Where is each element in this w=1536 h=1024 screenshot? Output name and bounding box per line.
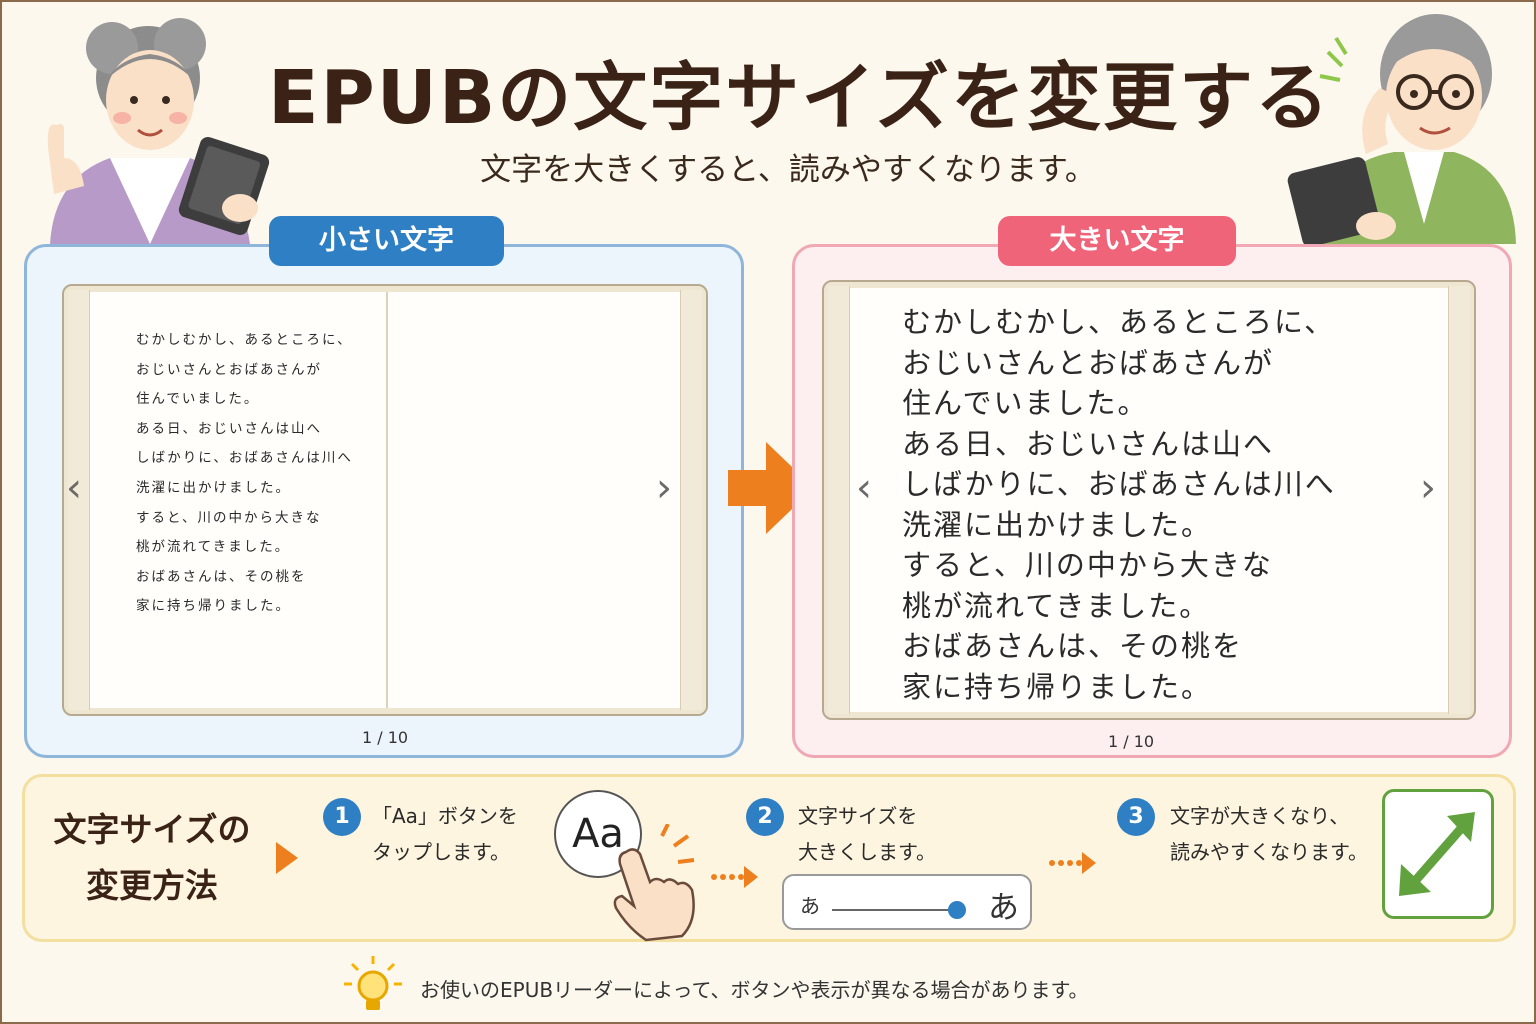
book-edge-left <box>828 286 850 714</box>
steps-title: 文字サイズの 変更方法 <box>52 802 252 914</box>
step-text-line: 「Aa」ボタンを <box>372 804 518 828</box>
grandfather-illustration <box>1284 4 1524 244</box>
small-text-label: 小さい文字 <box>269 216 504 266</box>
step-text-line: 文字が大きくなり、 <box>1170 804 1350 828</box>
large-text-book: むかしむかし、あるところに、 おじいさんとおばあさんが 住んでいました。 ある日… <box>822 280 1476 720</box>
step-text-line: 大きくします。 <box>798 840 936 864</box>
book-edge-right <box>680 290 702 710</box>
text-line: しばかりに、おばあさんは川へ <box>902 467 1336 501</box>
step-arrow-icon <box>276 842 298 878</box>
step-3-text: 文字が大きくなり、 読みやすくなります。 <box>1170 798 1368 870</box>
text-line: ある日、おじいさんは山へ <box>902 426 1275 461</box>
text-line: むかしむかし、あるところに、 <box>902 305 1336 339</box>
prev-page-button[interactable]: ‹ <box>856 465 872 511</box>
lightbulb-icon <box>344 956 402 1020</box>
text-line: 家に持ち帰りました。 <box>902 669 1213 704</box>
small-text-book: むかしむかし、あるところに、 おじいさんとおばあさんが 住んでいました。 ある日… <box>62 284 708 716</box>
dotted-arrow-icon <box>710 866 758 892</box>
large-text-label: 大きい文字 <box>998 216 1236 266</box>
step-2-text: 文字サイズを 大きくします。 <box>798 798 936 870</box>
text-line: 洗濯に出かけました。 <box>902 507 1213 542</box>
text-line: 住んでいました。 <box>136 391 260 408</box>
text-line: すると、川の中から大きな <box>902 548 1273 582</box>
text-line: おじいさんとおばあさんが <box>136 361 322 378</box>
text-line: むかしむかし、あるところに、 <box>136 332 353 348</box>
text-line: おばあさんは、その桃を <box>902 629 1244 663</box>
step-2-number: 2 <box>746 798 784 836</box>
text-line: しばかりに、おばあさんは川へ <box>136 450 353 467</box>
slider-track[interactable] <box>832 909 964 911</box>
dotted-arrow-icon <box>1048 852 1096 878</box>
expand-icon <box>1382 789 1494 919</box>
page-title: EPUBの文字サイズを変更する <box>268 55 1332 141</box>
text-line: 住んでいました。 <box>902 386 1149 420</box>
steps-title-line: 変更方法 <box>86 866 218 905</box>
step-3-number: 3 <box>1117 798 1155 836</box>
book-edge-left <box>68 290 90 710</box>
step-text-line: 文字サイズを <box>798 804 918 828</box>
book-edge-right <box>1448 286 1470 714</box>
next-arrow-icon <box>728 442 814 538</box>
page-subtitle: 文字を大きくすると、読みやすくなります。 <box>480 152 1096 188</box>
page-indicator: 1 / 10 <box>1108 732 1155 751</box>
slider-small-label: あ <box>800 894 820 918</box>
step-text-line: タップします。 <box>372 840 510 864</box>
text-line: 桃が流れてきました。 <box>136 539 291 556</box>
font-size-slider[interactable]: あ あ <box>782 874 1032 930</box>
text-line: 桃が流れてきました。 <box>902 588 1211 623</box>
step-1-number: 1 <box>323 798 361 836</box>
step-1-text: 「Aa」ボタンを タップします。 <box>372 798 518 870</box>
footer-note: お使いのEPUBリーダーによって、ボタンや表示が異なる場合があります。 <box>420 978 1089 1002</box>
text-line: ある日、おじいさんは山へ <box>136 420 322 437</box>
steps-title-line: 文字サイズの <box>53 810 251 849</box>
text-line: すると、川の中から大きな <box>136 509 322 526</box>
book-spine <box>386 292 388 708</box>
next-page-button[interactable]: › <box>656 465 672 511</box>
text-line: おじいさんとおばあさんが <box>902 345 1275 380</box>
prev-page-button[interactable]: ‹ <box>66 465 82 511</box>
large-book-text: むかしむかし、あるところに、 おじいさんとおばあさんが 住んでいました。 ある日… <box>902 302 1336 707</box>
slider-knob[interactable] <box>948 901 967 919</box>
grandmother-illustration <box>40 8 270 244</box>
slider-large-label: あ <box>988 890 1019 926</box>
text-line: 洗濯に出かけました。 <box>136 479 291 496</box>
page-indicator: 1 / 10 <box>362 728 409 747</box>
next-page-button[interactable]: › <box>1420 465 1436 511</box>
text-line: おばあさんは、その桃を <box>136 568 307 585</box>
text-line: 家に持ち帰りました。 <box>136 598 291 615</box>
step-text-line: 読みやすくなります。 <box>1170 840 1368 864</box>
small-book-text: むかしむかし、あるところに、 おじいさんとおばあさんが 住んでいました。 ある日… <box>136 326 353 622</box>
hand-tap-icon <box>606 823 702 948</box>
